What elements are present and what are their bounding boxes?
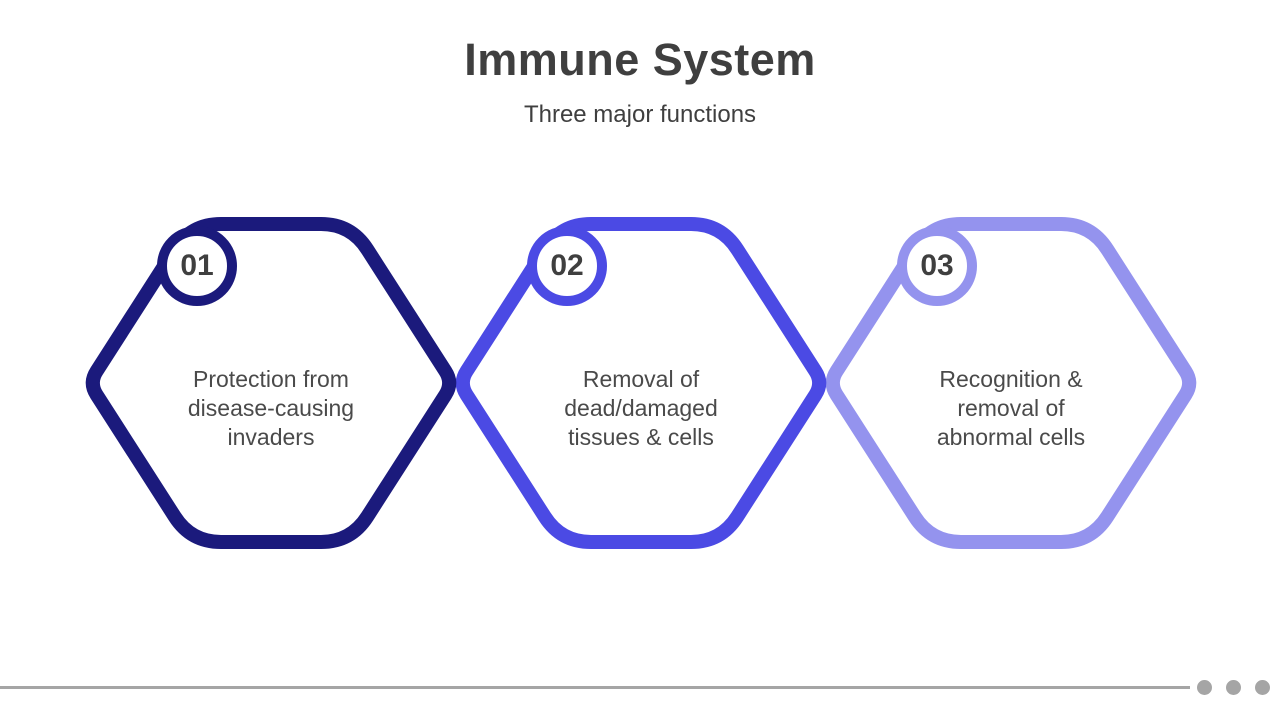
number-badge-circle [897, 226, 977, 306]
description-line: removal of [957, 395, 1065, 421]
footer-divider-line [0, 686, 1190, 689]
hexagon-step-3: 03 Recognition & removal of abnormal cel… [822, 216, 1200, 552]
dot-icon [1226, 680, 1241, 695]
step-number: 03 [920, 249, 954, 282]
dot-icon [1255, 680, 1270, 695]
hexagon-shape [455, 217, 827, 549]
hexagon-outline [455, 217, 827, 549]
description-line: Recognition & [939, 366, 1083, 392]
hexagon-outline [825, 217, 1197, 549]
description-line: dead/damaged [564, 395, 718, 421]
description-line: abnormal cells [936, 424, 1086, 450]
description-line: Removal of [582, 366, 700, 392]
step-description: Recognition & removal of abnormal cells [842, 365, 1180, 452]
description-line: invaders [227, 424, 315, 450]
step-description: Protection from disease-causing invaders [102, 365, 440, 452]
step-description: Removal of dead/damaged tissues & cells [472, 365, 810, 452]
hexagon-shape [85, 217, 457, 549]
hexagon-step-1: 01 Protection from disease-causing invad… [82, 216, 460, 552]
description-line: tissues & cells [568, 424, 714, 450]
step-number: 01 [180, 249, 214, 282]
number-badge-circle [527, 226, 607, 306]
description-line: disease-causing [187, 395, 355, 421]
dot-icon [1197, 680, 1212, 695]
page-title: Immune System [464, 34, 816, 85]
hexagon-outline [85, 217, 457, 549]
hexagon-shape [825, 217, 1197, 549]
description-line: Protection from [193, 366, 349, 392]
hexagon-step-2: 02 Removal of dead/damaged tissues & cel… [452, 216, 830, 552]
step-number: 02 [550, 249, 584, 282]
page-subtitle: Three major functions [523, 101, 757, 128]
number-badge-circle [157, 226, 237, 306]
